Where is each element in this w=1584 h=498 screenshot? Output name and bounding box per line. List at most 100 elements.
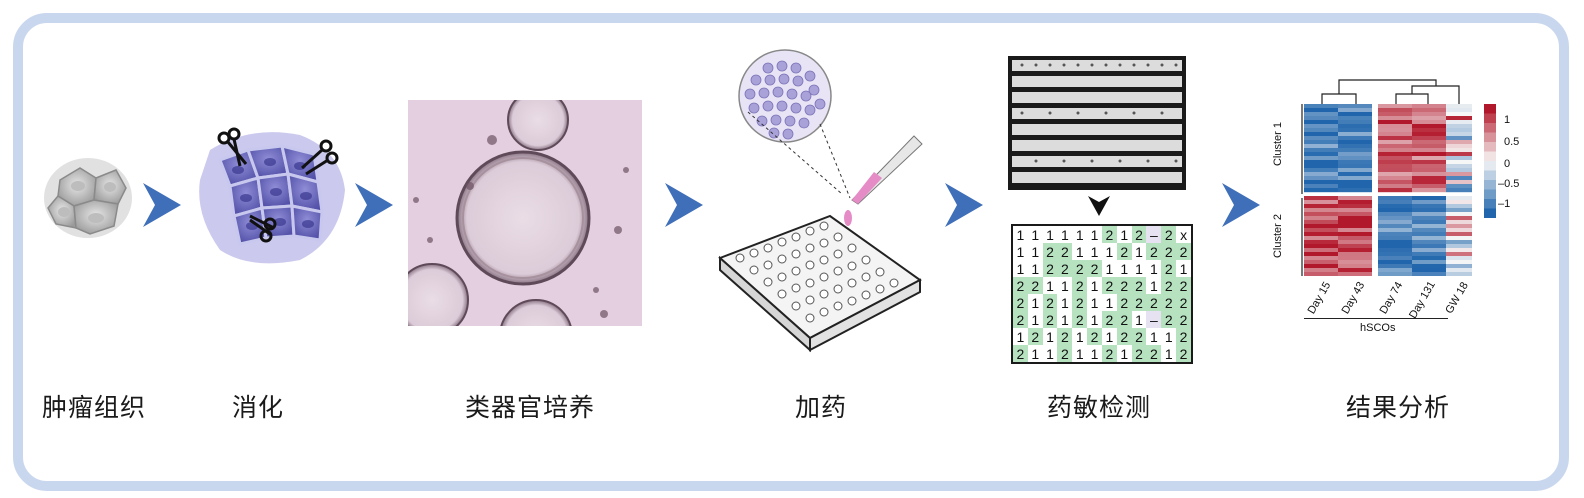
heatmap-cell: [1338, 256, 1372, 261]
matrix-cell: 1: [1031, 311, 1040, 328]
heatmap-cell: [1338, 184, 1372, 189]
matrix-cell: 2: [1146, 294, 1162, 311]
step-label-drug-sensitivity-test: 药敏检测: [1046, 393, 1152, 422]
heatmap-cell: [1338, 236, 1372, 241]
matrix-cell: 2: [1101, 311, 1117, 328]
matrix-cell: 2: [1042, 260, 1058, 277]
matrix-cell: 1: [1046, 277, 1054, 294]
colorbar-tick: 0: [1504, 158, 1511, 170]
heatmap-cell: [1446, 124, 1472, 129]
matrix-cell: 2: [1161, 226, 1177, 243]
heatmap-cell: [1304, 108, 1338, 113]
matrix-cell: 1: [1046, 345, 1054, 362]
matrix-cell: 1: [1105, 243, 1114, 260]
heatmap-cell: [1378, 176, 1412, 181]
matrix-cell: 1: [1031, 260, 1040, 277]
heatmap-cell: [1412, 268, 1446, 273]
heatmap-cell: [1378, 132, 1412, 137]
step-label-result-analysis: 结果分析: [1345, 393, 1451, 422]
heatmap-cell: [1338, 152, 1372, 157]
organoid-micrograph: [408, 100, 642, 326]
heatmap-cell: [1338, 240, 1372, 245]
scissors-icon: [300, 139, 339, 176]
matrix-cell: 1: [1150, 328, 1158, 345]
heatmap-cell: [1412, 112, 1446, 117]
heatmap-cell: [1304, 252, 1338, 257]
matrix-cell: 1: [1061, 226, 1069, 243]
matrix-cell: –: [1146, 226, 1162, 243]
heatmap-cell: [1304, 176, 1338, 181]
heatmap-cell: [1304, 180, 1338, 185]
matrix-cell: 1: [1179, 260, 1188, 277]
matrix-cell: 1: [1075, 328, 1084, 345]
matrix-cell: 1: [1090, 311, 1099, 328]
heatmap-grid: [1304, 104, 1472, 276]
heatmap-cell: [1412, 252, 1446, 257]
matrix-cell: 1: [1016, 260, 1025, 277]
heatmap-cell: [1446, 196, 1472, 201]
heatmap-cell: [1378, 156, 1412, 161]
heatmap-cell: [1446, 164, 1472, 169]
matrix-cell: x: [1180, 226, 1188, 243]
heatmap-cell: [1378, 204, 1412, 209]
heatmap-cell: [1446, 104, 1472, 109]
heatmap-cell: [1304, 244, 1338, 249]
heatmap-cell: [1412, 220, 1446, 225]
matrix-cell: 2: [1087, 328, 1102, 345]
matrix-cell: 1: [1135, 260, 1143, 277]
heatmap-cell: [1338, 196, 1372, 201]
heatmap-cell: [1378, 260, 1412, 265]
heatmap-cell: [1304, 200, 1338, 205]
colorbar-segment: [1484, 208, 1496, 218]
heatmap-cell: [1378, 264, 1412, 269]
heatmap-cell: [1446, 220, 1472, 225]
heatmap-cell: [1338, 164, 1372, 169]
heatmap-cell: [1446, 212, 1472, 217]
step-label-organoid-culture: 类器官培养: [464, 393, 596, 422]
heatmap-cell: [1378, 108, 1412, 113]
arrow-down-icon: [1088, 196, 1110, 216]
matrix-cell: 2: [1146, 243, 1162, 260]
heatmap-cell: [1446, 116, 1472, 121]
heatmap-cell: [1304, 228, 1338, 233]
heatmap-cell: [1412, 200, 1446, 205]
heatmap-cell: [1304, 112, 1338, 117]
heatmap-cell: [1412, 140, 1446, 145]
heatmap-cell: [1304, 164, 1338, 169]
heatmap-cell: [1446, 244, 1472, 249]
matrix-cell: 1: [1120, 260, 1129, 277]
heatmap-cell: [1378, 224, 1412, 229]
heatmap-cell: [1412, 136, 1446, 141]
heatmap-cell: [1412, 184, 1446, 189]
heatmap-cell: [1304, 104, 1338, 109]
heatmap-cell: [1412, 128, 1446, 133]
matrix-cell: 1: [1061, 294, 1069, 311]
heatmap-cell: [1446, 204, 1472, 209]
heatmap-cell: [1378, 164, 1412, 169]
dendrogram: [1321, 79, 1460, 104]
matrix-cell: 2: [1116, 277, 1132, 294]
heatmap-cell: [1304, 204, 1338, 209]
colorbar: [1484, 104, 1496, 218]
heatmap-cell: [1304, 116, 1338, 121]
matrix-cell: 1: [1061, 277, 1069, 294]
heatmap-cell: [1304, 140, 1338, 145]
heatmap-cell: [1304, 256, 1338, 261]
heatmap-cell: [1378, 104, 1412, 109]
matrix-cell: 2: [1116, 328, 1132, 345]
heatmap-cell: [1378, 244, 1412, 249]
heatmap-cell: [1446, 108, 1472, 113]
heatmap-cell: [1446, 172, 1472, 177]
colorbar-tick: 0.5: [1504, 136, 1520, 148]
heatmap-cell: [1304, 184, 1338, 189]
heatmap-cell: [1304, 128, 1338, 133]
heatmap-cell: [1446, 200, 1472, 205]
matrix-cell: 2: [1176, 311, 1191, 328]
heatmap-cell: [1304, 148, 1338, 153]
heatmap-cell: [1338, 188, 1372, 193]
cluster-label-2: Cluster 2: [1272, 213, 1285, 259]
matrix-cell: 1: [1105, 328, 1114, 345]
heatmap-cell: [1378, 268, 1412, 273]
heatmap-cell: [1412, 224, 1446, 229]
heatmap-cell: [1446, 156, 1472, 161]
